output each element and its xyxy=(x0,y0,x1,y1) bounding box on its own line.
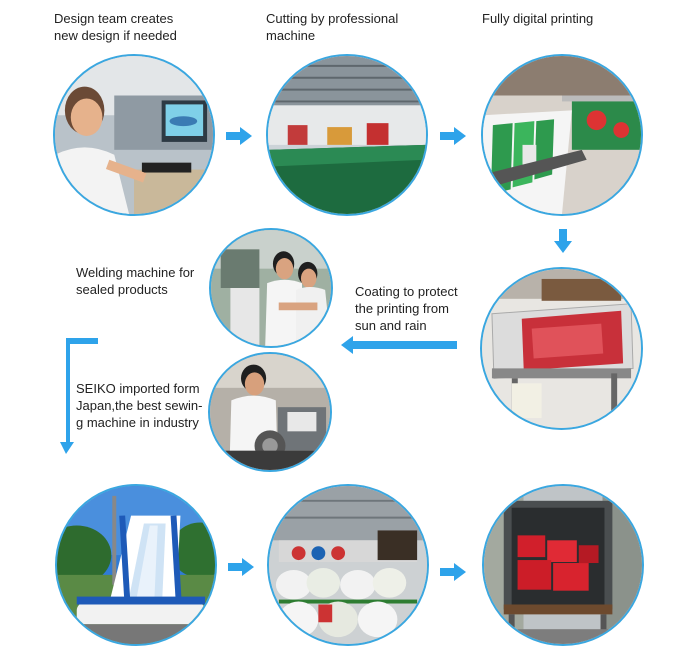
printing-photo xyxy=(481,54,643,216)
packing-photo xyxy=(267,484,429,646)
left-arrow-icon xyxy=(341,336,457,354)
right-arrow-icon xyxy=(440,127,466,145)
right-arrow-icon xyxy=(228,558,254,576)
shipping-photo xyxy=(482,484,644,646)
cutting-photo xyxy=(266,54,428,216)
design-photo xyxy=(53,54,215,216)
step-label-welding: Welding machine for sealed products xyxy=(76,265,195,297)
step-label-sewing: SEIKO imported form Japan,the best sewin… xyxy=(76,381,203,430)
step-label-design: Design team creates new design if needed xyxy=(54,11,177,43)
sewing-photo xyxy=(208,352,332,472)
down-arrow-icon xyxy=(60,338,98,454)
step-label-coating: Coating to protect the printing from sun… xyxy=(355,284,458,333)
step-label-cutting: Cutting by professional machine xyxy=(266,11,399,43)
right-arrow-icon xyxy=(226,127,252,145)
welding-photo xyxy=(209,228,333,348)
down-arrow-icon xyxy=(554,229,572,253)
right-arrow-icon xyxy=(440,563,466,581)
product-photo xyxy=(55,484,217,646)
step-label-printing: Fully digital printing xyxy=(482,11,594,26)
coating-photo xyxy=(480,267,643,430)
